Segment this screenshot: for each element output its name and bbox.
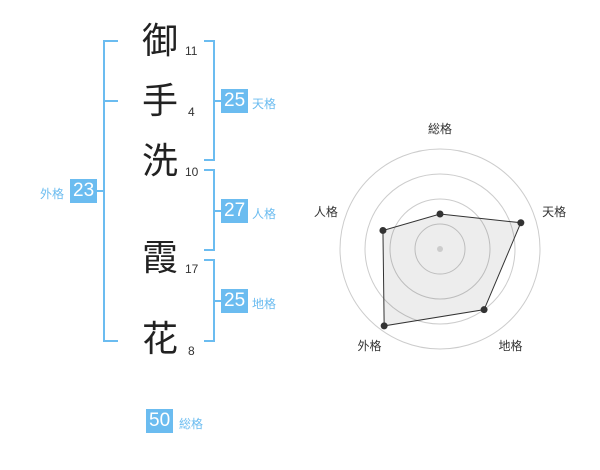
name-char-4: 霞 <box>142 238 179 279</box>
radar-axis-label-5: 人格 <box>314 204 338 219</box>
stroke-count-4: 17 <box>185 262 199 276</box>
gaikaku-label: 外格 <box>40 187 65 201</box>
radar-ring <box>389 198 491 300</box>
radar-axis-label-1: 総格 <box>428 121 452 136</box>
radar-ring <box>414 223 466 275</box>
jinkaku-label: 人格 <box>252 207 277 221</box>
radar-axis-label-3: 地格 <box>499 338 523 353</box>
jinkaku-value: 27 <box>221 199 249 223</box>
soukaku-label: 総格 <box>179 417 204 431</box>
stroke-count-2: 4 <box>188 105 195 119</box>
chikaku-value: 25 <box>221 289 249 313</box>
tenkaku-label: 天格 <box>252 97 277 111</box>
radar-area <box>382 213 522 327</box>
radar-point-1 <box>436 210 444 218</box>
name-char-3: 洗 <box>142 141 179 182</box>
stroke-count-1: 11 <box>185 44 198 58</box>
soukaku-value: 50 <box>146 409 174 433</box>
chikaku-label: 地格 <box>252 297 277 311</box>
radar-axis-label-4: 外格 <box>357 338 381 353</box>
radar-axis-label-2: 天格 <box>542 204 566 219</box>
stroke-count-5: 8 <box>188 344 195 358</box>
name-char-2: 手 <box>142 81 179 122</box>
name-char-1: 御 <box>142 21 179 62</box>
stroke-count-3: 10 <box>185 165 199 179</box>
radar-center <box>437 246 443 252</box>
radar-point-5 <box>379 226 387 234</box>
radar-point-4 <box>380 322 388 330</box>
gaikaku-value: 23 <box>70 179 98 203</box>
radar-point-3 <box>480 306 488 314</box>
name-char-5: 花 <box>142 319 179 360</box>
radar-point-2 <box>517 219 525 227</box>
radar-ring <box>364 173 516 325</box>
tenkaku-value: 25 <box>221 89 249 113</box>
